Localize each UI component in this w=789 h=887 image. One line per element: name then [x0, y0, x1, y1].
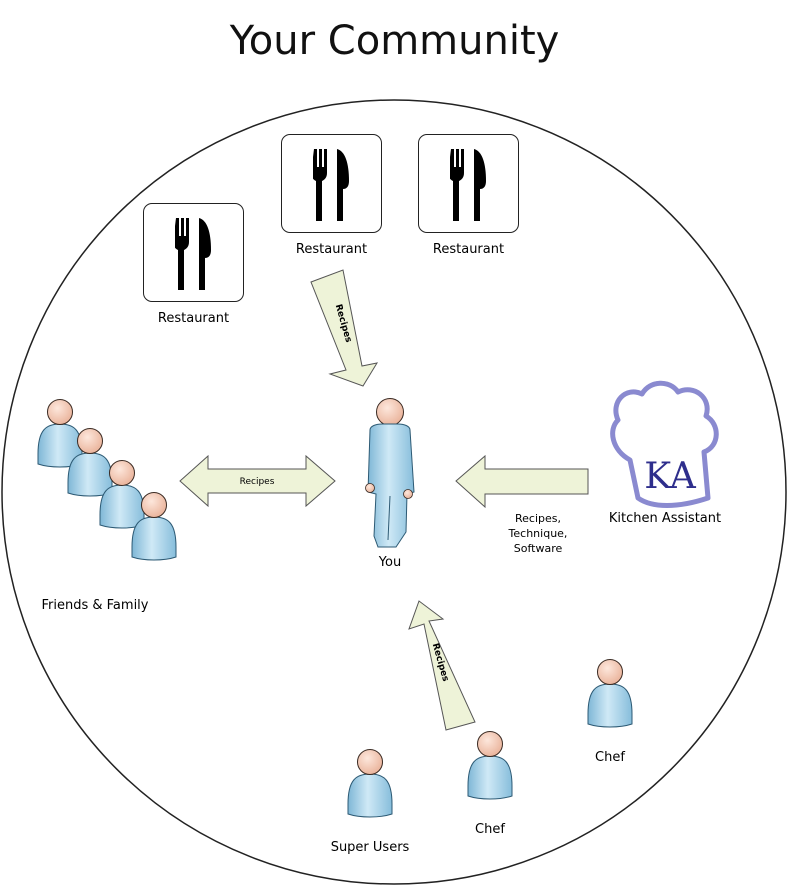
- arrow-label-friends: Recipes: [240, 477, 275, 487]
- arrow-label-ka-line-3: Software: [513, 542, 563, 555]
- chef-label-bottom: Chef: [475, 822, 505, 837]
- arrow-restaurant-to-you: [310, 269, 379, 387]
- fork-knife-icon: [450, 149, 486, 221]
- you-figure: [365, 398, 415, 548]
- super-users-label: Super Users: [330, 840, 410, 855]
- fork-knife-icon: [175, 218, 211, 290]
- arrow-chef-to-you: [408, 600, 476, 731]
- restaurant-box-1: [143, 203, 244, 302]
- arrow-friends-you: [179, 454, 336, 508]
- restaurant-label-1: Restaurant: [157, 311, 230, 326]
- fork-knife-icon: [313, 149, 349, 221]
- page-title: Your Community: [229, 18, 560, 64]
- super-user-figure: [347, 749, 393, 818]
- friends-family-figure: [37, 399, 177, 561]
- arrow-label-ka-line-1: Recipes,: [515, 512, 561, 525]
- chef-label-right: Chef: [595, 750, 625, 765]
- chef-figure-right: [587, 659, 633, 728]
- arrow-ka-to-you: [455, 454, 589, 509]
- restaurant-label-2: Restaurant: [295, 242, 368, 257]
- community-circle: [1, 99, 787, 885]
- restaurant-box-3: [418, 134, 519, 233]
- restaurant-box-2: [281, 134, 382, 233]
- friends-family-label: Friends & Family: [41, 598, 149, 613]
- chef-figure-bottom: [467, 731, 513, 800]
- restaurant-label-3: Restaurant: [432, 242, 505, 257]
- arrow-label-ka: Recipes, Technique, Software: [493, 511, 583, 556]
- you-label: You: [378, 555, 402, 570]
- kitchen-assistant-logo: KA: [610, 380, 719, 508]
- ka-logo-text: KA: [644, 456, 696, 497]
- arrow-label-ka-line-2: Technique,: [508, 527, 568, 540]
- kitchen-assistant-label: Kitchen Assistant: [608, 511, 722, 526]
